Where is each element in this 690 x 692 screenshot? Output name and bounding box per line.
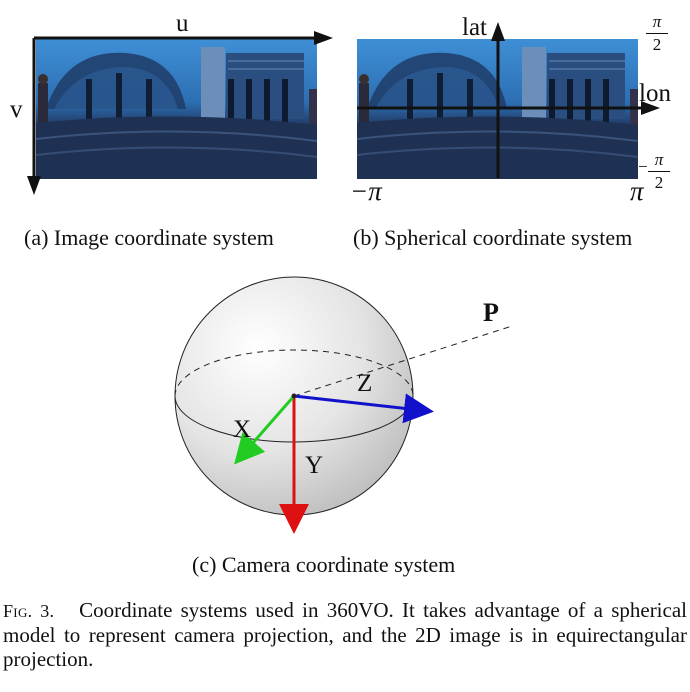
camera-center <box>292 394 297 399</box>
caption-b: (b) Spherical coordinate system <box>353 225 632 251</box>
lat-min-denominator: 2 <box>655 173 664 192</box>
figure-caption-text: Coordinate systems used in 360VO. It tak… <box>3 598 687 671</box>
axis-v-label: v <box>10 96 23 124</box>
lat-max-numerator: π <box>653 12 662 31</box>
figure-label: Fig. 3. <box>3 601 54 621</box>
axis-z-label: Z <box>357 370 372 398</box>
caption-c: (c) Camera coordinate system <box>192 552 455 578</box>
axis-u-label: u <box>176 10 189 38</box>
caption-a: (a) Image coordinate system <box>24 225 274 251</box>
lat-min-fraction: π 2 <box>648 150 670 193</box>
lat-min-numerator: π <box>655 150 664 169</box>
figure-caption: Fig. 3. Coordinate systems used in 360VO… <box>3 598 687 671</box>
axis-y-label: Y <box>305 452 323 480</box>
lat-max-fraction: π 2 <box>646 12 668 55</box>
lat-axis-arrowhead <box>491 22 505 41</box>
point-p-label: P <box>483 298 499 328</box>
camera-sphere-diagram <box>160 270 520 550</box>
v-axis-arrowhead <box>27 176 41 195</box>
image-axes <box>0 0 345 200</box>
lat-min-sign: − <box>638 157 648 177</box>
lon-min-label: −π <box>350 176 382 207</box>
axis-x-label: X <box>233 416 251 444</box>
lat-max-denominator: 2 <box>653 35 662 54</box>
lon-max-label: π <box>630 176 644 207</box>
axis-lat-label: lat <box>462 14 487 42</box>
axis-lon-label: lon <box>639 80 671 108</box>
u-axis-arrowhead <box>314 31 333 45</box>
